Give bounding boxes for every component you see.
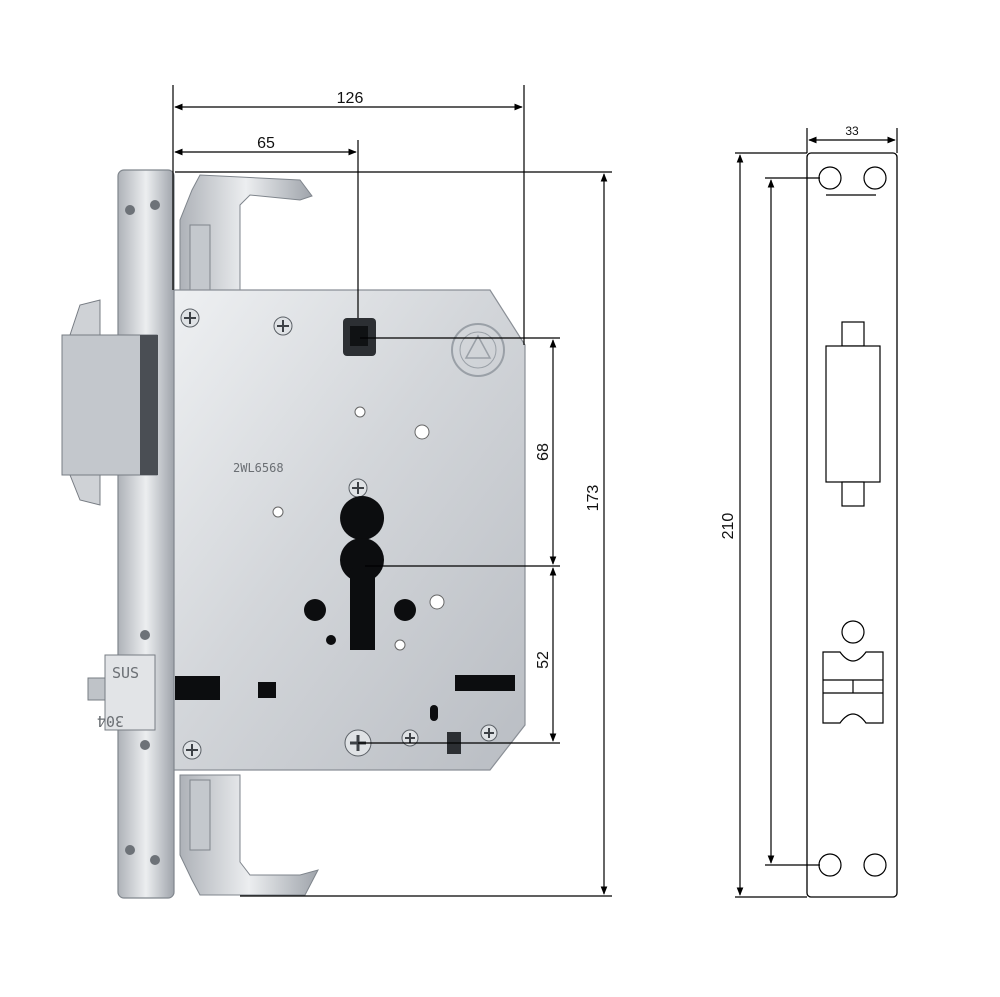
faceplate-screw-hole — [150, 200, 160, 210]
strike-screw-hole — [863, 853, 887, 877]
case-hole — [429, 594, 445, 610]
faceplate-screw-hole — [125, 845, 135, 855]
latch-bolt: SUS 304 — [87, 654, 156, 731]
case-hole — [272, 506, 284, 518]
strike-plate-outline — [806, 152, 898, 898]
model-code: 2WL6568 — [233, 461, 284, 475]
dimension-label-126: 126 — [337, 90, 364, 107]
small-slot — [430, 705, 438, 721]
strike-screw-hole — [818, 166, 842, 190]
cylinder-side-hole — [304, 599, 326, 621]
dimension-label-52: 52 — [535, 651, 552, 669]
faceplate-screw-hole — [140, 740, 150, 750]
front-faceplate — [117, 169, 175, 899]
bolt-opening-top — [841, 321, 865, 347]
cylinder-side-hole — [394, 599, 416, 621]
dimension-label-33: 33 — [845, 124, 859, 138]
strike-screw-hole — [863, 166, 887, 190]
trigger-slot — [455, 675, 515, 691]
strike-round-hole — [841, 620, 865, 644]
bolt-opening — [825, 345, 881, 483]
top-bracket — [179, 174, 313, 296]
bolt-opening-bottom — [841, 481, 865, 507]
case-hole — [414, 424, 430, 440]
latch-text-top: SUS — [112, 664, 139, 682]
strike-plate-drawing: 33 210 — [720, 124, 898, 898]
dimension-label-65: 65 — [257, 135, 275, 152]
strike-screw-hole — [818, 853, 842, 877]
screw — [401, 729, 419, 747]
screw — [273, 316, 293, 336]
dimension-label-210: 210 — [720, 513, 737, 540]
faceplate-screw-hole — [140, 630, 150, 640]
faceplate-screw-hole — [150, 855, 160, 865]
screw — [480, 724, 498, 742]
faceplate-screw-hole — [125, 205, 135, 215]
lock-dimensions: 126 65 68 52 173 — [172, 85, 612, 897]
screw — [348, 478, 368, 498]
latch-slot — [175, 676, 220, 700]
dimension-label-68: 68 — [535, 443, 552, 461]
bottom-bracket-rod — [189, 779, 211, 851]
screw — [182, 740, 202, 760]
dimension-label-173: 173 — [585, 485, 602, 512]
top-bracket-rod — [189, 224, 211, 296]
square-slot — [258, 682, 276, 698]
case-screws — [180, 308, 498, 760]
case-hole — [326, 635, 336, 645]
bottom-bracket — [179, 774, 319, 896]
mortise-lock-body: SUS 304 2WL6568 — [61, 169, 526, 899]
upper-bolt — [61, 299, 158, 506]
latch-text-bottom: 304 — [97, 712, 124, 730]
screw — [180, 308, 200, 328]
case-hole — [394, 639, 406, 651]
certification-seal-icon — [451, 323, 505, 377]
case-hole — [354, 406, 366, 418]
